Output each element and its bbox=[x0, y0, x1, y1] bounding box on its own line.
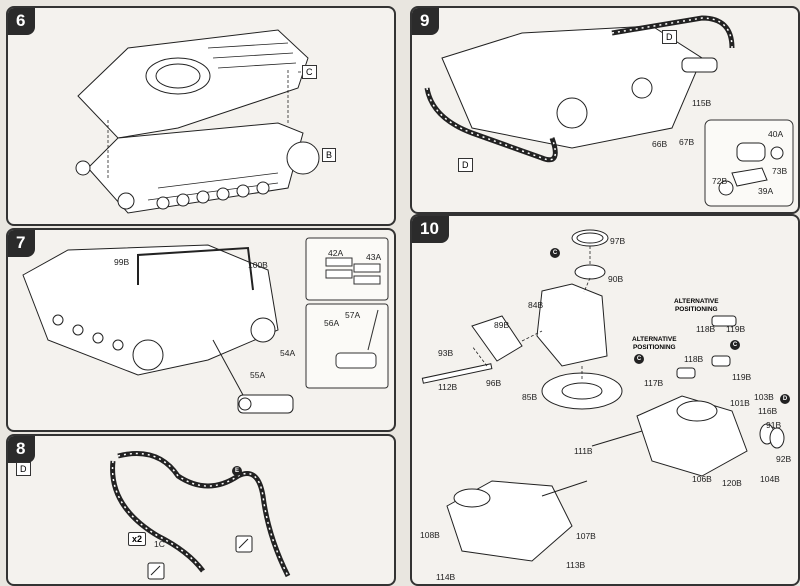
part-label: 85B bbox=[522, 392, 538, 402]
part-label: 120B bbox=[722, 478, 742, 488]
part-label: 99B bbox=[114, 257, 130, 267]
part-label: 67B bbox=[679, 137, 695, 147]
hull-tracks-drawing bbox=[424, 15, 794, 207]
step-number: 8 bbox=[8, 436, 36, 463]
part-label: 116B bbox=[758, 406, 778, 416]
alternative-positioning-note: ALTERNATIVE POSITIONING bbox=[632, 336, 677, 351]
part-label: 96B bbox=[486, 378, 502, 388]
quantity-label: x2 bbox=[128, 532, 147, 546]
part-label: 84B bbox=[528, 300, 544, 310]
part-label: 113B bbox=[566, 560, 586, 570]
part-label: 1C bbox=[154, 539, 165, 549]
ref-box-d-top: D bbox=[662, 30, 677, 44]
part-label: 112B bbox=[438, 382, 458, 392]
step-number: 10 bbox=[412, 216, 449, 243]
part-label: 103B bbox=[754, 392, 774, 402]
part-label: 93B bbox=[438, 348, 454, 358]
part-label: 66B bbox=[652, 139, 668, 149]
part-label: 115B bbox=[692, 98, 712, 108]
part-label: 106B bbox=[692, 474, 712, 484]
part-label: 97B bbox=[610, 236, 626, 246]
part-label: 40A bbox=[768, 129, 784, 139]
ref-box-d-left: D bbox=[458, 158, 473, 172]
part-label: 104B bbox=[760, 474, 780, 484]
step-number: 9 bbox=[412, 8, 440, 35]
part-label: 89B bbox=[494, 320, 510, 330]
marker-c: C bbox=[550, 248, 560, 258]
part-label: 100B bbox=[248, 260, 268, 270]
part-label: 42A bbox=[328, 248, 344, 258]
marker-d: D bbox=[780, 394, 790, 404]
part-label: 118B bbox=[696, 324, 716, 334]
part-label: 119B bbox=[732, 372, 752, 382]
part-label: 57A bbox=[345, 310, 361, 320]
part-label: 107B bbox=[576, 531, 596, 541]
alternative-positioning-note: ALTERNATIVE POSITIONING bbox=[674, 298, 719, 313]
step-number: 6 bbox=[8, 8, 36, 35]
part-label: 114B bbox=[436, 572, 456, 582]
step-10-panel: 10 ALTERNATIVE POSITIONING ALTERNATIV bbox=[410, 214, 800, 586]
ref-box-b: B bbox=[322, 148, 337, 162]
step-number: 7 bbox=[8, 230, 36, 257]
track-drawing bbox=[110, 451, 291, 580]
step-9-panel: 9 D D 115B 66B 67B 40A 73B 72B 39A bbox=[410, 6, 800, 214]
turret-assembly-drawing bbox=[421, 229, 785, 562]
part-label: 39A bbox=[758, 186, 774, 196]
part-label: 101B bbox=[730, 398, 750, 408]
marker-c: C bbox=[730, 340, 740, 350]
part-label: 90B bbox=[608, 274, 624, 284]
part-label: 91B bbox=[766, 420, 782, 430]
step-7-panel: 7 99B 100B 54A 55A 42A 43A 56A 57A bbox=[6, 228, 396, 432]
part-label: 56A bbox=[324, 318, 340, 328]
ref-box-d: D bbox=[16, 462, 31, 476]
part-label: 117B bbox=[644, 378, 664, 388]
ref-box-c: C bbox=[302, 65, 317, 79]
marker-e: E bbox=[232, 466, 242, 476]
part-label: 73B bbox=[772, 166, 788, 176]
step-6-panel: 6 C B bbox=[6, 6, 396, 226]
hull-exhaust-drawing bbox=[22, 237, 389, 414]
part-label: 111B bbox=[574, 446, 593, 456]
part-label: 119B bbox=[726, 324, 746, 334]
part-label: 55A bbox=[250, 370, 266, 380]
part-label: 92B bbox=[776, 454, 792, 464]
part-label: 108B bbox=[420, 530, 440, 540]
part-label: 72B bbox=[712, 176, 728, 186]
part-label: 54A bbox=[280, 348, 296, 358]
step-8-panel: 8 D E x2 1C bbox=[6, 434, 396, 586]
marker-c: C bbox=[634, 354, 644, 364]
part-label: 118B bbox=[684, 354, 704, 364]
hull-assembly-drawing bbox=[75, 29, 320, 214]
part-label: 43A bbox=[366, 252, 382, 262]
